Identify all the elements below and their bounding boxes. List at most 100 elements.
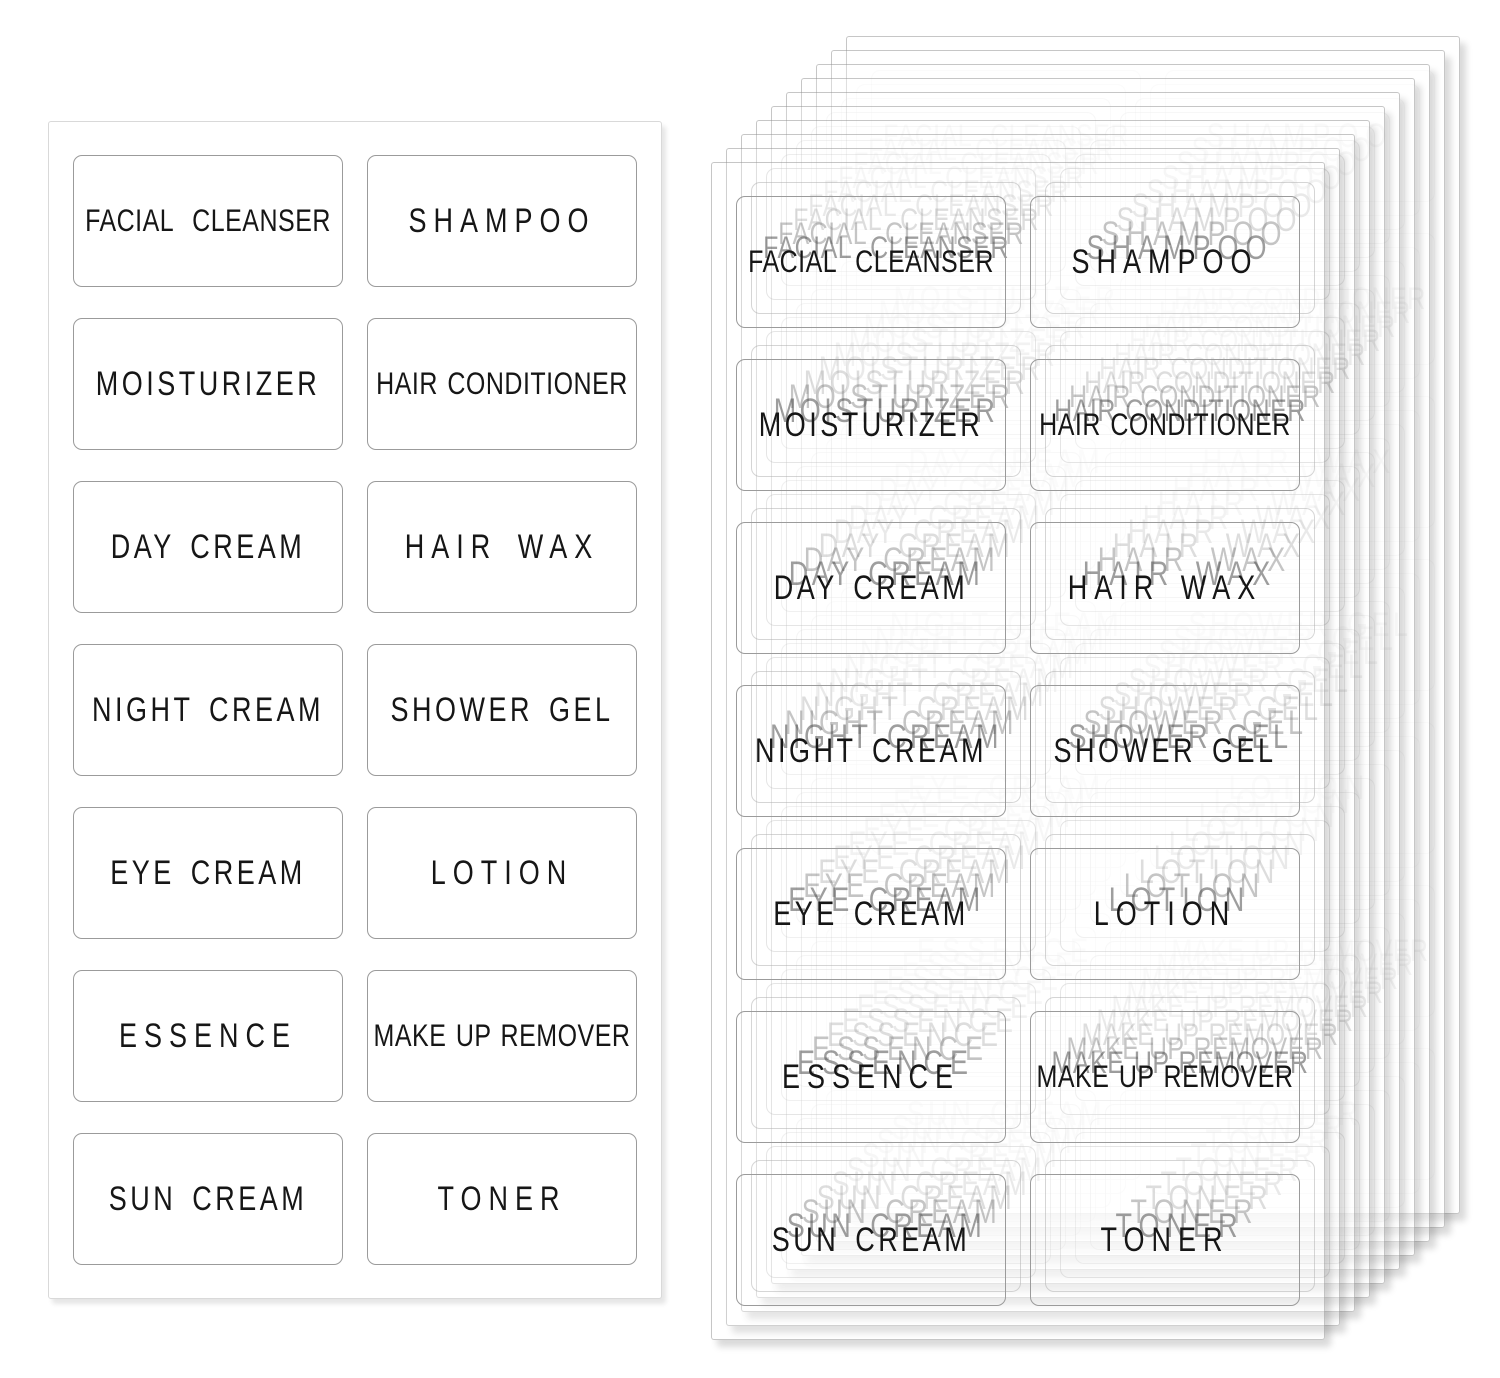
sticker-label: FACIAL CLEANSER bbox=[751, 182, 1021, 314]
sticker-label-text: HAIR WAX bbox=[1112, 526, 1308, 565]
sticker-label: SUN CREAM bbox=[811, 1104, 1081, 1236]
sticker-label: FACIAL CLEANSER bbox=[73, 155, 343, 287]
sticker-label-text: TONER bbox=[1175, 1150, 1305, 1189]
sticker-label: EYE CREAM bbox=[796, 792, 1066, 924]
sticker-label-text: SUN CREAM bbox=[846, 1150, 1046, 1189]
sticker-label: DAY CREAM bbox=[811, 452, 1081, 584]
sticker-label-text: SUN CREAM bbox=[831, 1164, 1031, 1203]
sticker-label-text: SHAMPOO bbox=[408, 201, 596, 240]
sticker-label-text: EYE CREAM bbox=[848, 824, 1044, 863]
sticker-label: MAKE UP REMOVER bbox=[1090, 955, 1360, 1087]
sticker-label: FACIAL CLEANSER bbox=[856, 84, 1126, 216]
sticker-label: HAIR CONDITIONER bbox=[1165, 233, 1435, 365]
sticker-label: HAIR WAX bbox=[1045, 508, 1315, 640]
label-grid: FACIAL CLEANSER SHAMPOO MOISTURIZER HAIR… bbox=[847, 37, 1459, 1213]
sticker-label-text: SUN CREAM bbox=[108, 1179, 308, 1218]
sticker-label-text: SHOWER GEL bbox=[390, 690, 614, 729]
sticker-label: HAIR WAX bbox=[1090, 466, 1360, 598]
sticker-label: MOISTURIZER bbox=[766, 331, 1036, 463]
sticker-label-text: HAIR CONDITIONER bbox=[1144, 308, 1396, 345]
sticker-label: NIGHT CREAM bbox=[781, 643, 1051, 775]
sticker-label-text: DAY CREAM bbox=[818, 526, 1014, 565]
sticker-label-text: TONER bbox=[1115, 1206, 1245, 1245]
sticker-label-text: SUN CREAM bbox=[816, 1178, 1016, 1217]
sticker-label-text: TONER bbox=[1145, 1178, 1275, 1217]
sticker-label: NIGHT CREAM bbox=[871, 559, 1141, 691]
sticker-label: TONER bbox=[1105, 1104, 1375, 1236]
sticker-label-text: HAIR CONDITIONER bbox=[1159, 294, 1411, 331]
sticker-label: LOTION bbox=[1090, 792, 1360, 924]
sticker-label-text: DAY CREAM bbox=[788, 554, 984, 593]
label-grid: FACIAL CLEANSER SHAMPOO MOISTURIZER HAIR… bbox=[772, 107, 1384, 1283]
stacked-sheet-10: FACIAL CLEANSER SHAMPOO MOISTURIZER HAIR… bbox=[846, 36, 1460, 1214]
sticker-label-text: MOISTURIZER bbox=[803, 363, 1029, 402]
sticker-label-text: SHOWER GEL bbox=[1098, 689, 1322, 728]
sticker-label: FACIAL CLEANSER bbox=[841, 98, 1111, 230]
sticker-label-text: ESSENCE bbox=[781, 1057, 961, 1096]
sticker-label-text: SHAMPOO bbox=[1101, 214, 1289, 253]
sticker-label-text: MAKE UP REMOVER bbox=[1096, 1002, 1354, 1039]
sticker-label: LOTION bbox=[1105, 778, 1375, 910]
sticker-label-text: HAIR WAX bbox=[1127, 512, 1323, 551]
sticker-label-text: MAKE UP REMOVER bbox=[1081, 1016, 1339, 1053]
sticker-label-text: EYE CREAM bbox=[803, 866, 999, 905]
sticker-label: TONER bbox=[1045, 1160, 1315, 1292]
sticker-label: SHAMPOO bbox=[1105, 126, 1375, 258]
sticker-label: TONER bbox=[1060, 1146, 1330, 1278]
sticker-label: SUN CREAM bbox=[766, 1146, 1036, 1278]
sticker-label: SHOWER GEL bbox=[1090, 629, 1360, 761]
sticker-label: NIGHT CREAM bbox=[796, 629, 1066, 761]
sticker-label-text: HAIR CONDITIONER bbox=[1084, 364, 1336, 401]
sticker-label-text: MAKE UP REMOVER bbox=[1036, 1058, 1294, 1095]
sticker-label-text: HAIR CONDITIONER bbox=[1114, 336, 1366, 373]
sticker-label: HAIR WAX bbox=[367, 481, 637, 613]
sticker-label-text: FACIAL CLEANSER bbox=[778, 215, 1024, 252]
sticker-label-text: HAIR WAX bbox=[1187, 456, 1383, 495]
sticker-label-text: ESSENCE bbox=[826, 1015, 1006, 1054]
sticker-label: EYE CREAM bbox=[871, 722, 1141, 854]
sticker-label: TONER bbox=[367, 1133, 637, 1265]
sticker-label: MOISTURIZER bbox=[73, 318, 343, 450]
sticker-label-text: NIGHT CREAM bbox=[889, 605, 1122, 644]
sticker-label-text: SHOWER GEL bbox=[1053, 731, 1277, 770]
stacked-sheet-2: FACIAL CLEANSER SHAMPOO MOISTURIZER HAIR… bbox=[726, 148, 1340, 1326]
sticker-label: MAKE UP REMOVER bbox=[367, 970, 637, 1102]
sticker-label-text: HAIR WAX bbox=[1067, 568, 1263, 607]
sticker-label: NIGHT CREAM bbox=[766, 657, 1036, 789]
sticker-label: FACIAL CLEANSER bbox=[766, 168, 1036, 300]
sticker-label: HAIR CONDITIONER bbox=[1150, 247, 1420, 379]
stacked-sheet-3: FACIAL CLEANSER SHAMPOO MOISTURIZER HAIR… bbox=[741, 134, 1355, 1312]
sticker-label-text: SHOWER GEL bbox=[1128, 661, 1352, 700]
sticker-label: MAKE UP REMOVER bbox=[1045, 997, 1315, 1129]
sticker-label-text: ESSENCE bbox=[841, 1001, 1021, 1040]
sticker-label-text: FACIAL CLEANSER bbox=[808, 187, 1054, 224]
sticker-label-text: EYE CREAM bbox=[773, 894, 969, 933]
sticker-label: HAIR CONDITIONER bbox=[1105, 289, 1375, 421]
sticker-label: SUN CREAM bbox=[73, 1133, 343, 1265]
sticker-label-text: EYE CREAM bbox=[818, 852, 1014, 891]
sticker-label: LOTION bbox=[1150, 736, 1420, 868]
sticker-label: LOTION bbox=[1165, 722, 1435, 854]
sticker-label: HAIR CONDITIONER bbox=[1045, 345, 1315, 477]
sticker-label-text: DAY CREAM bbox=[803, 540, 999, 579]
sticker-label: TONER bbox=[1075, 1132, 1345, 1264]
sticker-label-text: FACIAL CLEANSER bbox=[868, 131, 1114, 168]
sticker-label-text: EYE CREAM bbox=[110, 853, 306, 892]
sticker-label: SHOWER GEL bbox=[1030, 685, 1300, 817]
single-label-sheet: FACIAL CLEANSER SHAMPOO MOISTURIZER HAIR… bbox=[48, 121, 662, 1299]
sticker-label-text: MOISTURIZER bbox=[833, 335, 1059, 374]
sticker-label: DAY CREAM bbox=[73, 481, 343, 613]
stacked-sheet-7: FACIAL CLEANSER SHAMPOO MOISTURIZER HAIR… bbox=[801, 78, 1415, 1256]
sticker-label: SHAMPOO bbox=[1075, 154, 1345, 286]
sticker-label-text: SUN CREAM bbox=[801, 1192, 1001, 1231]
sticker-label: NIGHT CREAM bbox=[736, 685, 1006, 817]
sticker-label-text: MAKE UP REMOVER bbox=[1111, 988, 1369, 1025]
sticker-label-text: SHOWER GEL bbox=[1068, 717, 1292, 756]
sticker-label: ESSENCE bbox=[781, 969, 1051, 1101]
stacked-sheet-1: FACIAL CLEANSER SHAMPOO MOISTURIZER HAIR… bbox=[711, 162, 1325, 1340]
sticker-label-text: DAY CREAM bbox=[773, 568, 969, 607]
sticker-label-text: HAIR CONDITIONER bbox=[1069, 378, 1321, 415]
sticker-label-text: FACIAL CLEANSER bbox=[883, 117, 1129, 154]
sticker-label-text: EYE CREAM bbox=[833, 838, 1029, 877]
sticker-label: EYE CREAM bbox=[781, 806, 1051, 938]
